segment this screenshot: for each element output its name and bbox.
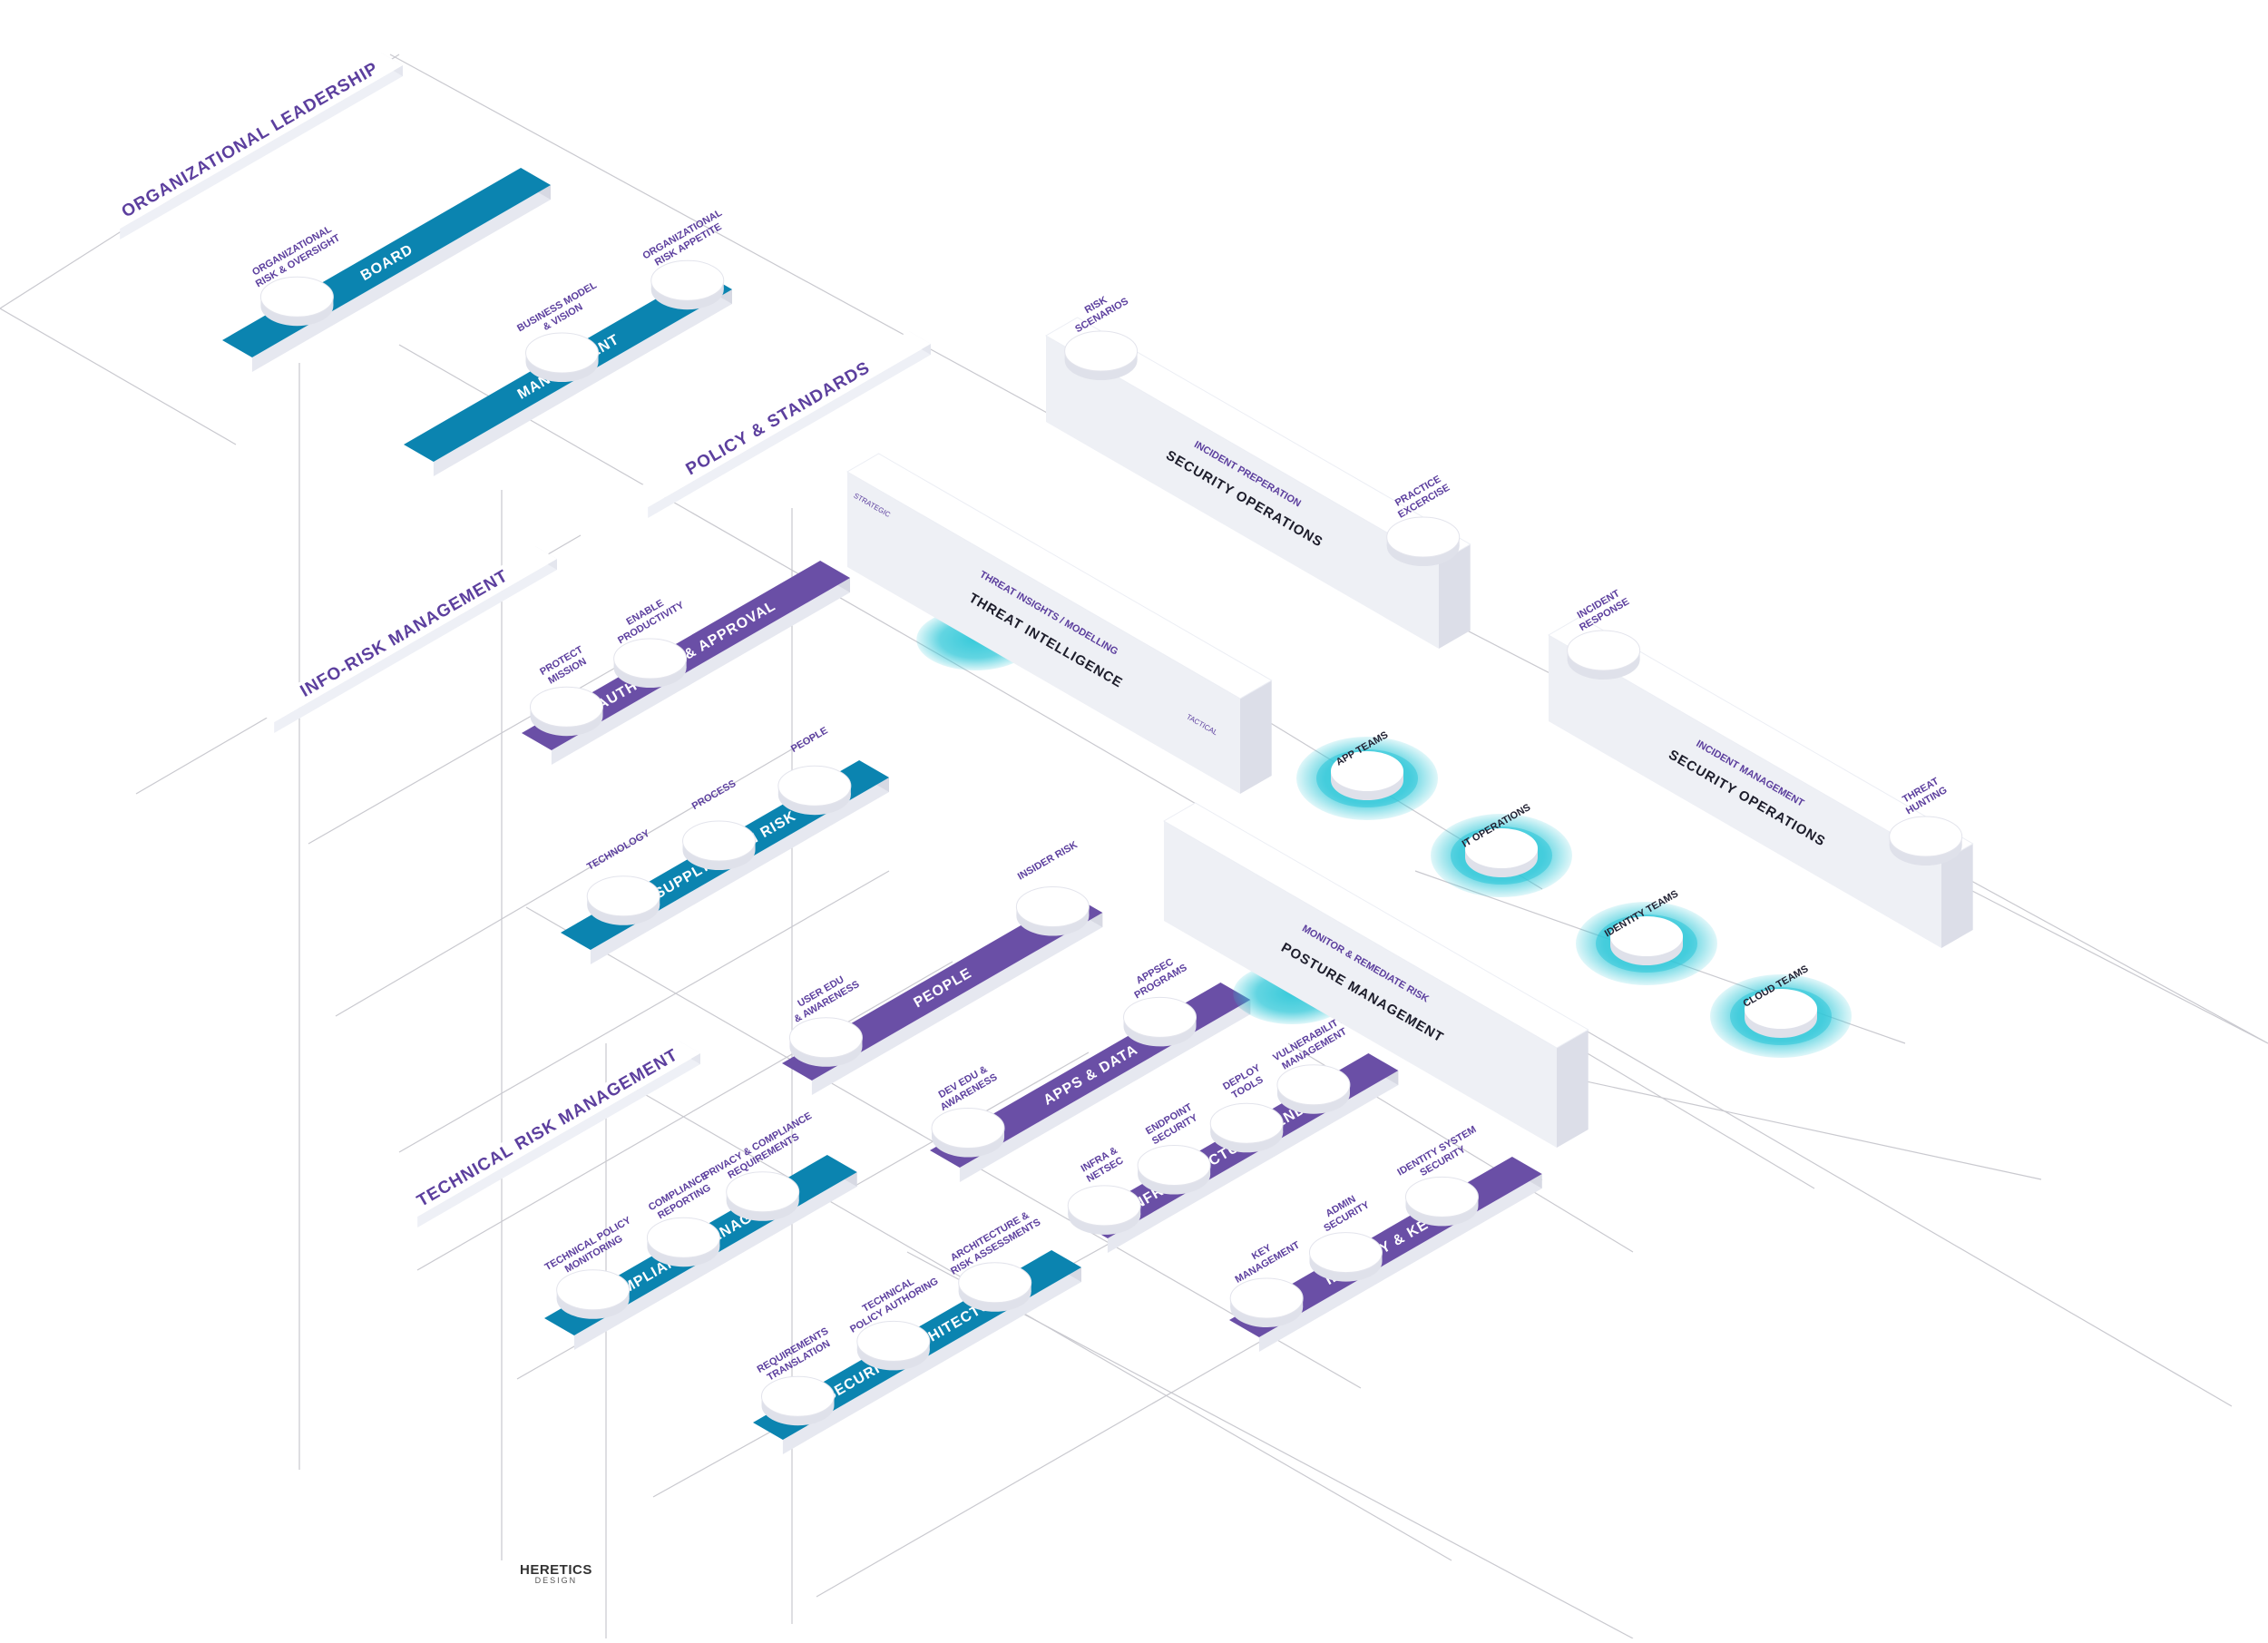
cap-authoring-0-label: PROTECTMISSION [538, 644, 591, 688]
cap-infra-endpoint-0[interactable] [1067, 1185, 1141, 1235]
header-info-risk [252, 546, 557, 733]
cap-secops-mgmt-0[interactable] [1567, 630, 1641, 680]
logo-main: HERETICS [520, 1562, 592, 1578]
cap-identity-keys-0[interactable] [1229, 1277, 1304, 1327]
cap-identity-keys-1[interactable] [1308, 1232, 1383, 1282]
cap-people-1[interactable] [1015, 886, 1090, 936]
team-it-operations[interactable] [1431, 814, 1572, 897]
cap-supply-chain-2[interactable] [777, 765, 852, 816]
cap-people-0-label: USER EDU& AWARENESS [787, 969, 862, 1025]
grid-line [952, 661, 2233, 1407]
cap-infra-endpoint-0-label: INFRA &NETSEC [1079, 1145, 1125, 1185]
cap-infra-endpoint-2-label: DEPLOYTOOLS [1221, 1062, 1268, 1103]
header-policy-standards-label: POLICY & STANDARDS [683, 358, 874, 479]
cap-apps-data-1-label: APPSECPROGRAMS [1127, 952, 1189, 1001]
cap-apps-data-0[interactable] [931, 1108, 1005, 1158]
cap-sec-arch-0[interactable] [760, 1375, 835, 1426]
header-tech-risk [396, 1041, 700, 1227]
grid-line [398, 870, 890, 1153]
header-policy-standards [626, 331, 931, 518]
cap-secops-prep-1-label: PRACTICEEXCERCISE [1391, 472, 1452, 520]
cap-compliance-2[interactable] [726, 1171, 800, 1221]
cap-management-1[interactable] [650, 259, 725, 310]
grid-line [416, 961, 953, 1271]
cap-identity-keys-2[interactable] [1404, 1176, 1479, 1227]
cap-management-0[interactable] [525, 332, 600, 382]
cap-identity-keys-0-label: KEYMANAGEMENT [1227, 1229, 1302, 1286]
cap-secops-prep-0[interactable] [1064, 330, 1139, 380]
cap-secops-mgmt-1[interactable] [1889, 816, 1963, 866]
cap-secops-prep-1[interactable] [1386, 516, 1461, 566]
cap-compliance-0[interactable] [556, 1269, 631, 1319]
cap-infra-endpoint-1[interactable] [1137, 1145, 1211, 1195]
heretics-logo: HERETICS DESIGN [520, 1563, 592, 1585]
grid-line [906, 1251, 1634, 1639]
team-app[interactable] [1296, 737, 1438, 820]
cap-apps-data-1[interactable] [1123, 996, 1198, 1047]
cap-apps-data-0-label: DEV EDU &AWARENESS [933, 1061, 999, 1113]
cap-authoring-1-label: ENABLEPRODUCTIVITY [611, 589, 687, 646]
grid-line [0, 308, 237, 445]
cap-people-0[interactable] [788, 1017, 863, 1067]
diagram-shapes: ORGANIZATIONAL LEADERSHIP POLICY & STANDA… [98, 53, 1974, 1454]
cap-infra-endpoint-3[interactable] [1276, 1064, 1351, 1114]
header-org-leadership [98, 53, 403, 240]
grid-line [389, 54, 1090, 436]
cap-infra-endpoint-2[interactable] [1209, 1102, 1284, 1153]
cap-authoring-0[interactable] [529, 686, 603, 737]
cap-people-1-label: INSIDER RISK [1016, 839, 1080, 882]
cap-secops-prep-0-label: RISKSCENARIOS [1068, 286, 1130, 335]
cap-secops-mgmt-1-label: THREATHUNTING [1898, 775, 1949, 817]
cap-supply-chain-0[interactable] [586, 875, 660, 925]
cap-supply-chain-2-label: PEOPLE [789, 725, 830, 755]
team-cloud[interactable] [1710, 974, 1852, 1058]
cap-supply-chain-0-label: TECHNOLOGY [585, 827, 652, 873]
header-info-risk-label: INFO-RISK MANAGEMENT [298, 566, 512, 701]
cap-sec-arch-1[interactable] [856, 1320, 931, 1371]
cap-board-0[interactable] [259, 276, 334, 327]
cap-secops-mgmt-0-label: INCIDENTRESPONSE [1572, 586, 1631, 633]
team-identity[interactable] [1576, 902, 1717, 985]
cap-identity-keys-1-label: ADMINSECURITY [1316, 1189, 1372, 1235]
cap-sec-arch-2[interactable] [958, 1262, 1032, 1312]
grid-line [335, 734, 817, 1017]
header-tech-risk-label: TECHNICAL RISK MANAGEMENT [414, 1045, 681, 1211]
cap-supply-chain-1-label: PROCESS [690, 778, 738, 812]
header-org-leadership-label: ORGANIZATIONAL LEADERSHIP [119, 59, 382, 222]
cap-supply-chain-1[interactable] [682, 820, 757, 870]
cap-compliance-1[interactable] [646, 1217, 720, 1267]
cap-infra-endpoint-1-label: ENDPOINTSECURITY [1144, 1101, 1200, 1147]
cap-authoring-1[interactable] [613, 638, 688, 688]
logo-sub: DESIGN [534, 1576, 578, 1585]
